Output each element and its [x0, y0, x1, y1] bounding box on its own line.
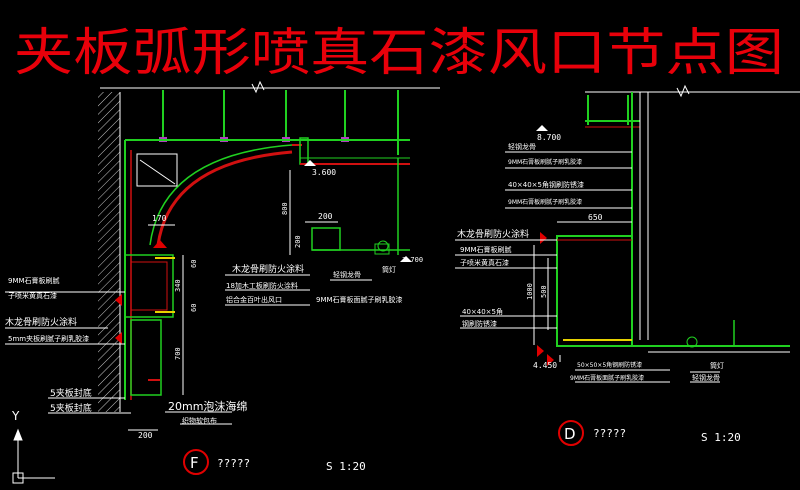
ucs-icon [12, 428, 55, 484]
note-f-3: 木龙骨刷防火涂料 [5, 316, 77, 328]
note-f-7: 木龙骨刷防火涂料 [232, 263, 304, 275]
dim-60b: 60 [190, 304, 198, 312]
note-d-13: 轻钢龙骨 [692, 373, 720, 382]
dim-60a: 60 [190, 260, 198, 268]
break-symbol [251, 80, 265, 94]
note-d-4: 9MM石膏板刷腻子刷乳胶漆 [508, 198, 582, 206]
dim-650: 650 [588, 213, 603, 222]
drawing-title: 夹板弧形喷真石漆风口节点图 [14, 24, 784, 83]
dim-200c: 200 [138, 431, 153, 440]
wall-hatch [98, 92, 120, 412]
detail-f-scale: S 1:20 [326, 460, 366, 473]
hanger-rods [162, 90, 399, 155]
note-f-2: 子喷米黄真石漆 [8, 291, 57, 300]
note-f-10: 轻钢龙骨 [333, 270, 361, 279]
note-f-14: 织物软包布 [182, 416, 217, 425]
note-d-10: 50×50×5角钢刷防锈漆 [577, 361, 642, 369]
dim-200a: 200 [294, 235, 302, 248]
dim-1000: 1000 [526, 283, 534, 300]
note-f-4: 5mm夹板刷腻子刷乳胶漆 [8, 334, 89, 343]
dim-800: 800 [281, 202, 289, 215]
level-bottom-d: 4.450 [533, 361, 557, 370]
detail-f: 3.600 170 60 340 60 700 800 200 200 200 … [5, 80, 440, 475]
note-f-11: 筒灯 [382, 265, 396, 274]
note-d-1: 轻钢龙骨 [508, 142, 536, 151]
detail-f-letter: F [190, 454, 199, 472]
note-d-2: 9MM石膏板刷腻子刷乳胶漆 [508, 158, 582, 166]
detail-f-label: F ????? S 1:20 [183, 449, 366, 475]
note-d-7: 子喷米黄真石漆 [460, 258, 509, 267]
dim-340: 340 [174, 279, 182, 292]
note-d-6: 9MM石膏板刷腻 [460, 245, 512, 254]
svg-text:3.700: 3.700 [402, 256, 423, 264]
note-f-8: 18加木工板刷防火涂料 [226, 281, 298, 290]
detail-d-label: D ????? S 1:20 [558, 420, 741, 446]
dim-170: 170 [152, 214, 167, 223]
ucs-y-label: Y [11, 409, 20, 423]
note-f-5: 5夹板封底 [50, 387, 92, 399]
note-f-9: 铝合金百叶出风口 [226, 295, 282, 304]
detail-d-letter: D [564, 425, 576, 443]
detail-f-caption: ????? [217, 457, 250, 470]
note-d-3: 40×40×5角钢刷防锈漆 [508, 180, 584, 189]
dim-200b: 200 [318, 212, 333, 221]
detail-d-caption: ????? [593, 427, 626, 440]
note-f-12: 9MM石膏板面腻子刷乳胶漆 [316, 295, 403, 304]
note-d-9: 钢刷防锈漆 [462, 319, 497, 328]
detail-d-scale: S 1:20 [701, 431, 741, 444]
note-f-1: 9MM石膏板刷腻 [8, 276, 60, 285]
note-f-13: 20mm泡沫海绵 [168, 399, 247, 413]
note-d-11: 9MM石膏板面腻子刷乳胶漆 [570, 374, 644, 382]
dim-700: 700 [174, 347, 182, 360]
level-mark-f: 3.600 [312, 168, 336, 177]
detail-d: 8.700 4.450 650 1000 500 轻钢龙骨 9M [455, 84, 800, 446]
note-d-5: 木龙骨刷防火涂料 [457, 228, 529, 240]
air-vent-box [136, 153, 178, 187]
level-top-d: 8.700 [537, 133, 561, 142]
arc-soffit [156, 150, 293, 246]
note-d-8: 40×40×5角 [462, 307, 503, 316]
note-d-12: 筒灯 [710, 361, 724, 370]
note-f-6: 5夹板封底 [50, 402, 92, 414]
dim-500: 500 [540, 285, 548, 298]
